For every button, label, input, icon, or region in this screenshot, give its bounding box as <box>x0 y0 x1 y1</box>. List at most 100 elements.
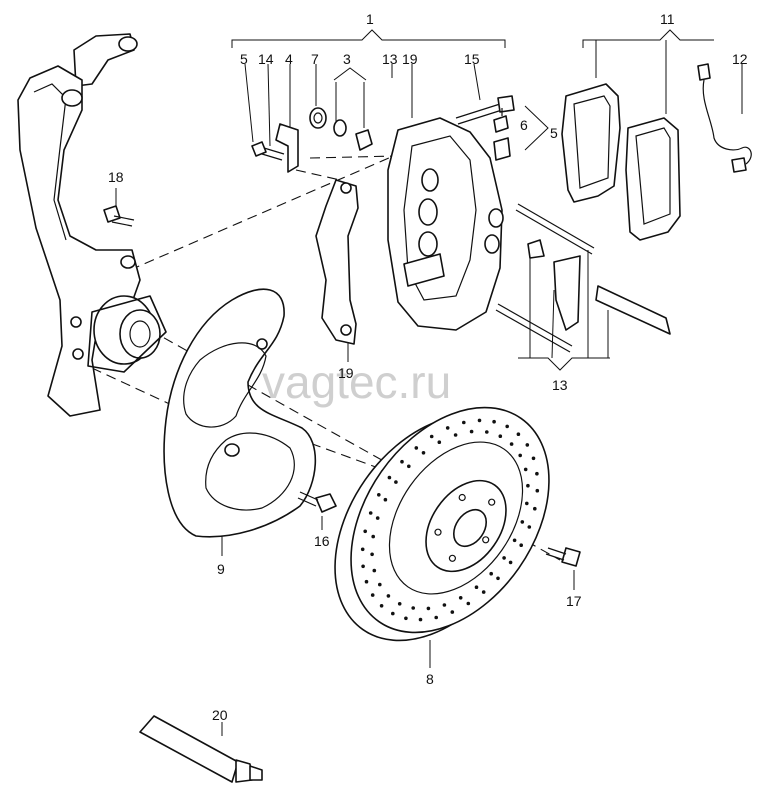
pins-13 <box>495 203 671 353</box>
disc-drill-hole <box>535 488 540 493</box>
disc-drill-hole <box>512 538 517 543</box>
brake-pads-11 <box>561 83 681 241</box>
disc-drill-hole <box>383 497 388 502</box>
disc-drill-hole <box>404 616 408 621</box>
disc-drill-hole <box>375 516 380 520</box>
disc-drill-hole <box>516 432 521 437</box>
seal-ring-7 <box>309 107 327 129</box>
disc-drill-hole <box>414 446 419 450</box>
callout-13-bottom: 13 <box>552 377 568 393</box>
disc-drill-hole <box>360 547 365 552</box>
disc-drill-hole <box>387 475 392 480</box>
disc-lug-hole <box>482 536 490 544</box>
disc-drill-hole <box>466 601 471 606</box>
disc-drill-hole <box>379 604 384 608</box>
disc-drill-hole <box>498 434 503 439</box>
disc-drill-hole <box>505 424 510 429</box>
callout-18: 18 <box>108 169 124 185</box>
callout-leaders <box>115 29 743 736</box>
callout-3: 3 <box>343 51 351 67</box>
callout-4: 4 <box>285 51 293 67</box>
callout-5-right: 5 <box>550 125 558 141</box>
disc-drill-hole <box>535 471 539 476</box>
callout-16: 16 <box>314 533 330 549</box>
disc-drill-hole <box>531 456 536 461</box>
callout-19-top: 19 <box>402 51 418 67</box>
grease-tube-20 <box>139 715 263 783</box>
bolt-14 <box>251 141 285 161</box>
disc-drill-hole <box>481 590 486 594</box>
callout-14: 14 <box>258 51 274 67</box>
disc-drill-hole <box>377 493 381 497</box>
callout-6: 6 <box>520 117 528 133</box>
disc-drill-hole <box>492 419 496 424</box>
bushing-3 <box>333 119 373 151</box>
bolt-16 <box>297 491 337 513</box>
callout-7: 7 <box>311 51 319 67</box>
disc-drill-hole <box>429 434 434 439</box>
disc-drill-hole <box>509 442 514 446</box>
disc-drill-hole <box>421 451 426 455</box>
disc-drill-hole <box>485 430 489 434</box>
disc-drill-hole <box>474 585 479 589</box>
disc-drill-hole <box>453 433 458 437</box>
bolt-18 <box>103 205 135 227</box>
disc-lug-hole <box>434 528 442 536</box>
clip-4 <box>275 123 299 173</box>
callout-13-top: 13 <box>382 51 398 67</box>
callout-9: 9 <box>217 561 225 577</box>
disc-drill-hole <box>489 571 494 576</box>
disc-drill-hole <box>525 501 529 506</box>
bleeder-valve-5-6 <box>493 108 511 161</box>
callout-17: 17 <box>566 593 582 609</box>
disc-drill-hole <box>407 464 411 469</box>
disc-drill-hole <box>519 543 523 547</box>
disc-drill-hole <box>394 480 398 484</box>
disc-drill-hole <box>523 467 528 472</box>
disc-drill-hole <box>361 564 365 569</box>
disc-drill-hole <box>442 603 447 607</box>
disc-drill-hole <box>450 610 455 614</box>
disc-drill-hole <box>518 453 522 458</box>
watermark: vagtec.ru <box>262 356 451 408</box>
disc-drill-hole <box>526 483 530 488</box>
disc-drill-hole <box>391 611 395 616</box>
disc-drill-hole <box>400 459 404 464</box>
disc-drill-hole <box>508 560 513 565</box>
disc-drill-hole <box>520 520 525 524</box>
callout-1: 1 <box>366 11 374 27</box>
wear-sensor-12 <box>697 63 752 173</box>
disc-drill-hole <box>371 534 376 539</box>
bolt-17 <box>545 547 581 567</box>
disc-drill-hole <box>496 576 500 581</box>
disc-drill-hole <box>502 556 506 560</box>
callout-8: 8 <box>426 671 434 687</box>
callout-11: 11 <box>660 11 675 27</box>
disc-lug-hole <box>458 493 466 502</box>
disc-lug-hole <box>488 498 496 506</box>
caliper-bracket-19 <box>315 179 359 345</box>
disc-drill-hole <box>527 525 532 529</box>
disc-drill-hole <box>434 615 439 620</box>
callout-12: 12 <box>732 51 748 67</box>
brake-caliper <box>387 117 504 331</box>
disc-drill-hole <box>363 529 368 534</box>
brake-disc-8 <box>334 406 550 642</box>
disc-drill-hole <box>477 418 482 423</box>
disc-drill-hole <box>370 552 374 557</box>
disc-drill-hole <box>533 506 537 511</box>
disc-drill-hole <box>462 420 466 425</box>
disc-drill-hole <box>397 602 402 606</box>
callout-5-left: 5 <box>240 51 248 67</box>
callout-numbers: 1 3 4 5 5 6 7 8 9 11 12 13 13 14 15 16 1… <box>108 11 748 723</box>
disc-drill-hole <box>426 606 431 611</box>
disc-drill-hole <box>525 443 530 447</box>
callout-15: 15 <box>464 51 480 67</box>
disc-drill-hole <box>370 593 375 597</box>
disc-drill-hole <box>469 429 474 434</box>
disc-drill-hole <box>458 596 463 600</box>
disc-drill-hole <box>364 579 369 584</box>
callout-19-bottom: 19 <box>338 365 354 381</box>
disc-drill-hole <box>418 617 423 622</box>
